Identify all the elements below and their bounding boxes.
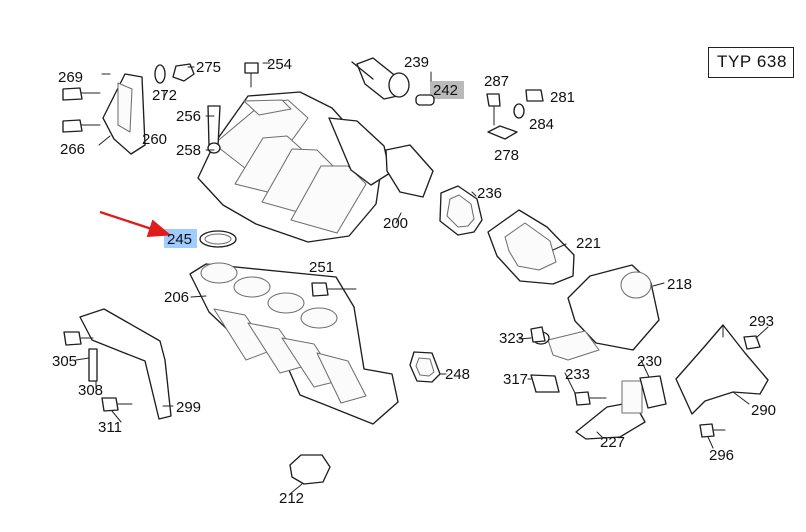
callout-272: 272 [152, 87, 177, 104]
callout-293: 293 [749, 313, 774, 330]
callout-290: 290 [751, 402, 776, 419]
pin-242 [415, 94, 435, 106]
callout-260: 260 [142, 131, 167, 148]
callout-236: 236 [477, 185, 502, 202]
callout-239: 239 [404, 54, 429, 71]
part-233 [574, 391, 591, 406]
sensor-239 [351, 57, 410, 100]
callout-230: 230 [637, 353, 662, 370]
lower-intake-manifold [189, 262, 399, 425]
gasket-236-inner [446, 194, 475, 228]
bracket-299 [79, 308, 172, 420]
part-317 [530, 374, 560, 393]
egr-assembly-218 [532, 264, 660, 361]
part-284 [513, 103, 525, 119]
part-230 [639, 375, 667, 409]
gasket-245-inner [204, 233, 232, 245]
callout-245-highlight [164, 229, 197, 248]
part-281 [525, 89, 544, 102]
callout-242: 242 [433, 82, 458, 99]
upper-intake-manifold [197, 91, 434, 243]
bolt-251 [311, 282, 329, 297]
callout-311: 311 [98, 419, 122, 436]
callout-251: 251 [309, 259, 334, 276]
callout-317: 317 [503, 371, 528, 388]
callout-258: 258 [176, 142, 201, 159]
callout-242-highlight [430, 81, 464, 99]
callout-275: 275 [196, 59, 221, 76]
callout-206: 206 [164, 289, 189, 306]
callout-296: 296 [709, 447, 734, 464]
callout-299: 299 [176, 399, 201, 416]
part-278 [487, 125, 518, 140]
part-287 [486, 93, 501, 107]
callout-248: 248 [445, 366, 470, 383]
gasket-248-inner [415, 357, 435, 377]
callout-227: 227 [600, 434, 625, 451]
callout-221: 221 [576, 235, 601, 252]
callout-269: 269 [58, 69, 83, 86]
bracket-260-detail [117, 82, 133, 133]
callout-245: 245 [167, 231, 192, 248]
callout-284: 284 [529, 116, 554, 133]
typ-label-box: TYP 638 [708, 47, 794, 78]
callout-254: 254 [267, 56, 292, 73]
part-323 [530, 326, 546, 343]
callout-287: 287 [484, 73, 509, 90]
callout-266: 266 [60, 141, 85, 158]
callout-233: 233 [565, 366, 590, 383]
callout-278: 278 [494, 147, 519, 164]
callout-218: 218 [667, 276, 692, 293]
callout-323: 323 [499, 330, 524, 347]
callout-308: 308 [78, 382, 103, 399]
bracket-290 [675, 324, 769, 415]
part-212 [289, 454, 331, 485]
callout-256: 256 [176, 108, 201, 125]
callout-200: 200 [383, 215, 408, 232]
callout-281: 281 [550, 89, 575, 106]
red-pointer-arrow [99, 210, 172, 238]
callout-305: 305 [52, 353, 77, 370]
callout-212: 212 [279, 490, 304, 507]
